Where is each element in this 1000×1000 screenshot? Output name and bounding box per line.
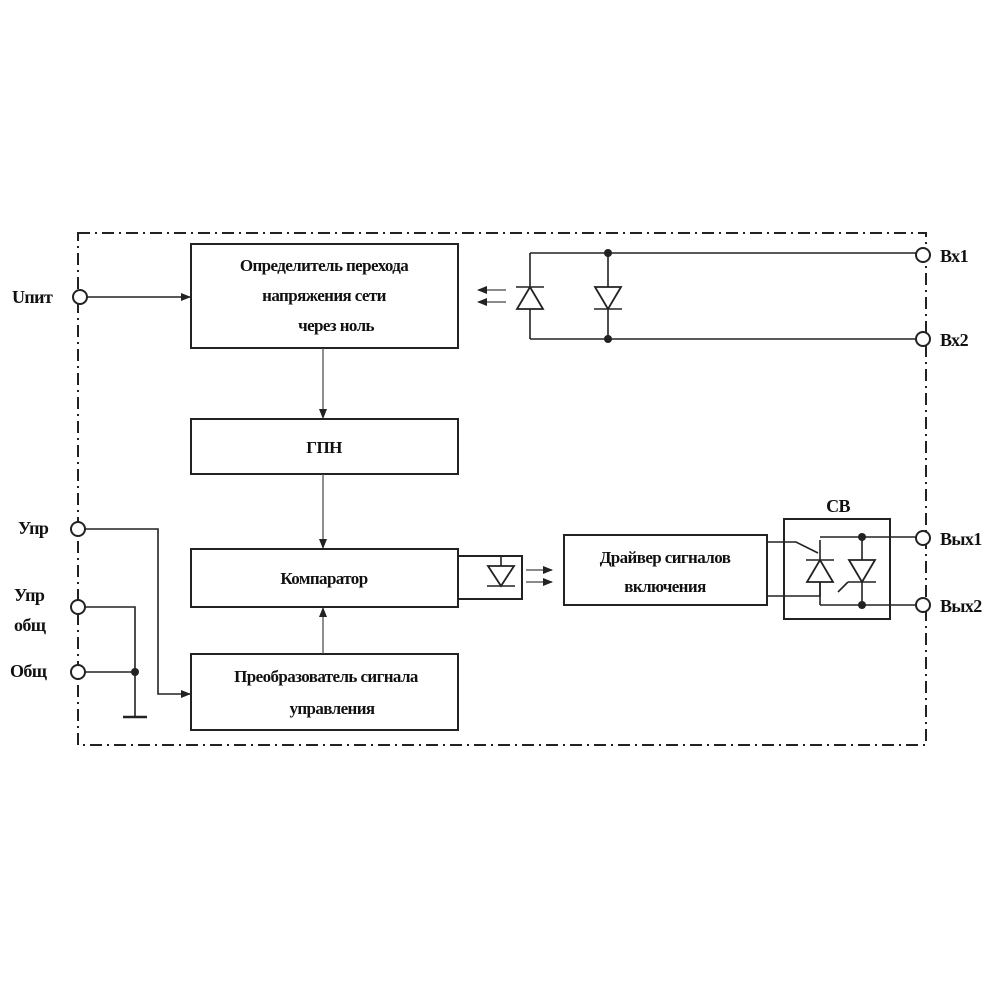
sv-block: СВ [783, 496, 891, 620]
thyristor-down-icon [837, 559, 877, 593]
converter-label-1: Преобразователь сигнала [234, 667, 419, 686]
comparator-label: Компаратор [280, 569, 367, 588]
driver-label-1: Драйвер сигналов [600, 548, 731, 567]
junction-vyx1 [858, 533, 866, 541]
junction-vx1 [604, 249, 612, 257]
bottom-optocoupler-light-arrows [526, 566, 553, 586]
wire-upr-obsh [85, 606, 136, 717]
thyristor-up-icon [805, 558, 835, 583]
gpn-label: ГПН [306, 438, 342, 457]
terminal-vyx1 [915, 530, 931, 546]
driver-block: Драйвер сигналов включения [563, 534, 768, 606]
module-boundary [77, 232, 927, 746]
terminal-obsh [70, 664, 86, 680]
wire-driver-sv-upper [767, 541, 819, 554]
zero-cross-label-3: через ноль [298, 316, 374, 335]
comparator-block: Компаратор [190, 548, 459, 608]
converter-label-2: управления [289, 699, 374, 718]
converter-block: Преобразователь сигнала управления [190, 653, 459, 731]
terminal-vyx2 [915, 597, 931, 613]
label-vx2: Вх2 [940, 330, 969, 350]
terminal-vx2 [915, 331, 931, 347]
label-vyx1: Вых1 [940, 529, 982, 549]
gpn-block: ГПН [190, 418, 459, 475]
terminal-vx1 [915, 247, 931, 263]
label-upr-obsh-1: Упр [14, 585, 45, 605]
zero-cross-detector-block: Определитель перехода напряжения сети че… [190, 243, 459, 349]
wire-upr [85, 528, 191, 698]
led-diode-up-icon [515, 285, 545, 310]
label-upr: Упр [18, 518, 49, 538]
driver-label-2: включения [624, 577, 706, 596]
top-optocoupler-light-arrows [477, 286, 506, 306]
label-vyx2: Вых2 [940, 596, 982, 616]
comparator-led-box [457, 555, 523, 600]
label-upit: Uпит [12, 287, 53, 307]
zero-cross-label-1: Определитель перехода [240, 256, 409, 275]
led-diode-down-icon [593, 286, 623, 311]
junction-obsh [131, 668, 139, 676]
label-upr-obsh-2: общ [14, 615, 47, 635]
label-vx1: Вх1 [940, 246, 969, 266]
junction-vx2 [604, 335, 612, 343]
zero-cross-label-2: напряжения сети [262, 286, 386, 305]
label-obsh: Общ [10, 661, 48, 681]
terminal-upr [70, 521, 86, 537]
junction-vyx2 [858, 601, 866, 609]
terminal-upr-obsh [70, 599, 86, 615]
sv-label: СВ [826, 496, 850, 516]
terminal-upit [72, 289, 88, 305]
